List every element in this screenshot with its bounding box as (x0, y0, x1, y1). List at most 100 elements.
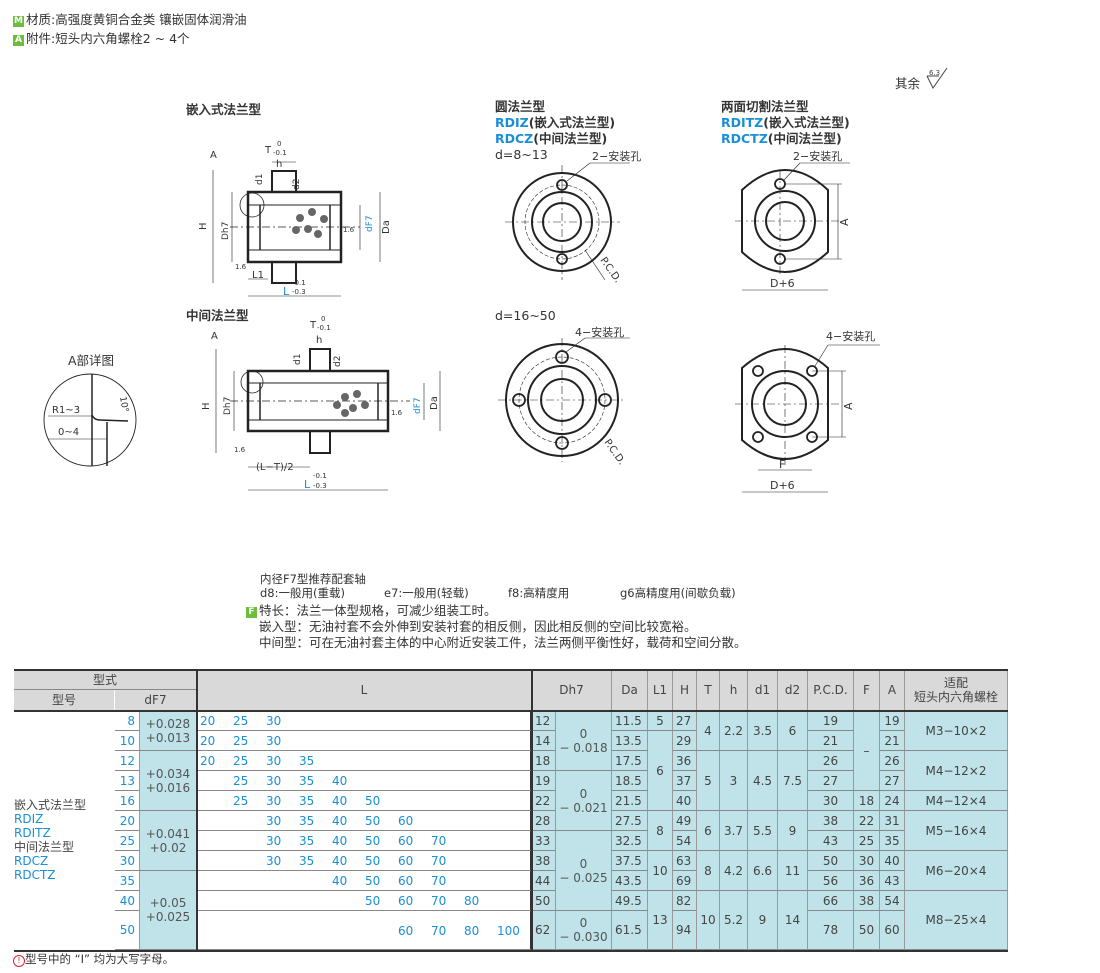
svg-text:(L−T)/2: (L−T)/2 (256, 462, 294, 473)
cell-d1: 4.5 (748, 751, 778, 811)
cell-pcd: 78 (808, 911, 854, 950)
L-value: 40 (332, 874, 348, 888)
L-value: 50 (365, 834, 381, 848)
svg-text:d1: d1 (255, 174, 265, 185)
cell-da: 21.5 (612, 791, 648, 811)
cell-h: 37 (673, 771, 697, 791)
cell-d2: 11 (778, 851, 808, 891)
middle-side-view (215, 348, 441, 491)
cell-t: 5 (697, 751, 720, 811)
svg-text:d2: d2 (292, 179, 302, 190)
cell-h: 27 (673, 711, 697, 731)
cut-flange-heading: 两面切割法兰型 RDITZ(嵌入式法兰型) RDCTZ(中间法兰型) (721, 99, 850, 147)
svg-text:Da: Da (381, 220, 392, 234)
cell-da: 43.5 (612, 871, 648, 891)
shaft-title: 内径F7型推荐配套轴 (260, 572, 366, 586)
cell-pcd: 43 (808, 831, 854, 851)
L-value: 25 (233, 754, 249, 768)
svg-text:d1: d1 (293, 354, 303, 365)
roughness-symbol-icon: 6.3 (926, 67, 948, 89)
cell-h: 4.2 (720, 851, 748, 891)
cut-F-label: F (779, 458, 785, 471)
svg-text:0: 0 (277, 140, 281, 148)
header-dF7: dF7 (115, 690, 197, 711)
cell-l1: 10 (648, 851, 673, 891)
L-value: 30 (266, 734, 282, 748)
cell-d: 16 (115, 791, 140, 811)
cell-a: 19 (880, 711, 905, 731)
header-f: F (854, 670, 880, 711)
L-value: 40 (332, 854, 348, 868)
cell-pcd: 66 (808, 891, 854, 911)
L-value: 50 (365, 814, 381, 828)
cell-a: 54 (880, 891, 905, 911)
cell-f: – (854, 711, 880, 791)
header-l: L (197, 670, 532, 711)
L-value: 25 (233, 734, 249, 748)
round-flange-2-hole-view (505, 162, 630, 281)
L-value: 35 (299, 814, 315, 828)
cell-d: 18 (532, 751, 556, 771)
header-bolt: 适配 短头内六角螺栓 (905, 670, 1008, 711)
cell-a: 26 (880, 751, 905, 771)
middle-note: 中间型：可在无油衬套主体的中心附近安装工件，法兰两侧平衡性好，载荷和空间分散。 (259, 635, 747, 650)
accessory-text: 附件:短头内六角螺栓2 ~ 4个 (26, 31, 190, 46)
cell-d: 38 (532, 851, 556, 871)
cut-title: 两面切割法兰型 (721, 99, 809, 114)
L-value: 100 (497, 923, 520, 938)
L-value: 20 (200, 714, 216, 728)
header-h: H (673, 670, 697, 711)
cell-d1: 3.5 (748, 711, 778, 751)
cut-D6-label-2: D+6 (770, 479, 795, 492)
footnote: !型号中的 “I” 均为大写字母。 (13, 951, 174, 967)
round-flange-heading: 圆法兰型 RDIZ(嵌入式法兰型) RDCZ(中间法兰型) d=8~13 (495, 99, 615, 163)
round-holes-2-label: 4−安装孔 (575, 325, 624, 339)
cell-da: 17.5 (612, 751, 648, 771)
cell-d: 50 (115, 911, 140, 950)
middle-labels: A T 0 -0.1 h d1 d2 H Dh7 dF7 Da 1.6 1.6 … (201, 315, 440, 491)
middle-title: 中间法兰型 (186, 308, 249, 323)
L-value: 35 (299, 834, 315, 848)
svg-text:H: H (198, 222, 209, 230)
model-embedded-label: 嵌入式法兰型 (14, 797, 87, 812)
cell-f: 38 (854, 891, 880, 911)
round-flange-4-hole-view (498, 337, 630, 462)
svg-text:-0.1: -0.1 (273, 149, 287, 157)
cell-pcd: 30 (808, 791, 854, 811)
feature-badge-icon: F (246, 607, 257, 618)
cell-d2: 7.5 (778, 751, 808, 811)
cell-pcd: 38 (808, 811, 854, 831)
cell-h: 49 (673, 811, 697, 831)
footnote-text: 型号中的 “I” 均为大写字母。 (25, 952, 175, 966)
L-value: 40 (332, 794, 348, 808)
cell-pcd: 50 (808, 851, 854, 871)
svg-text:T: T (309, 320, 317, 331)
cell-h: 94 (673, 911, 697, 950)
L-value: 30 (266, 794, 282, 808)
round-code-2: RDCZ (495, 131, 534, 146)
cell-t: 8 (697, 851, 720, 891)
header-da: Da (612, 670, 648, 711)
L-value: 50 (365, 854, 381, 868)
cell-l1: 13 (648, 891, 673, 950)
warning-icon: ! (13, 955, 25, 967)
cell-f: 18 (854, 791, 880, 811)
cell-a: 43 (880, 871, 905, 891)
material-badge-icon: M (13, 16, 24, 27)
header-dh7: Dh7 (532, 670, 612, 711)
cell-a: 24 (880, 791, 905, 811)
svg-text:L: L (304, 478, 311, 491)
header-d2: d2 (778, 670, 808, 711)
L-value: 50 (365, 894, 381, 908)
cell-h: 3.7 (720, 811, 748, 851)
L-value: 50 (365, 874, 381, 888)
cell-bolt: M3−10×2 (905, 711, 1008, 751)
cell-d-tol: 0 − 0.025 (556, 831, 612, 911)
svg-text:Dh7: Dh7 (221, 222, 231, 240)
cell-d: 20 (115, 811, 140, 831)
L-value: 30 (266, 854, 282, 868)
cell-da: 27.5 (612, 811, 648, 831)
cell-h: 36 (673, 751, 697, 771)
